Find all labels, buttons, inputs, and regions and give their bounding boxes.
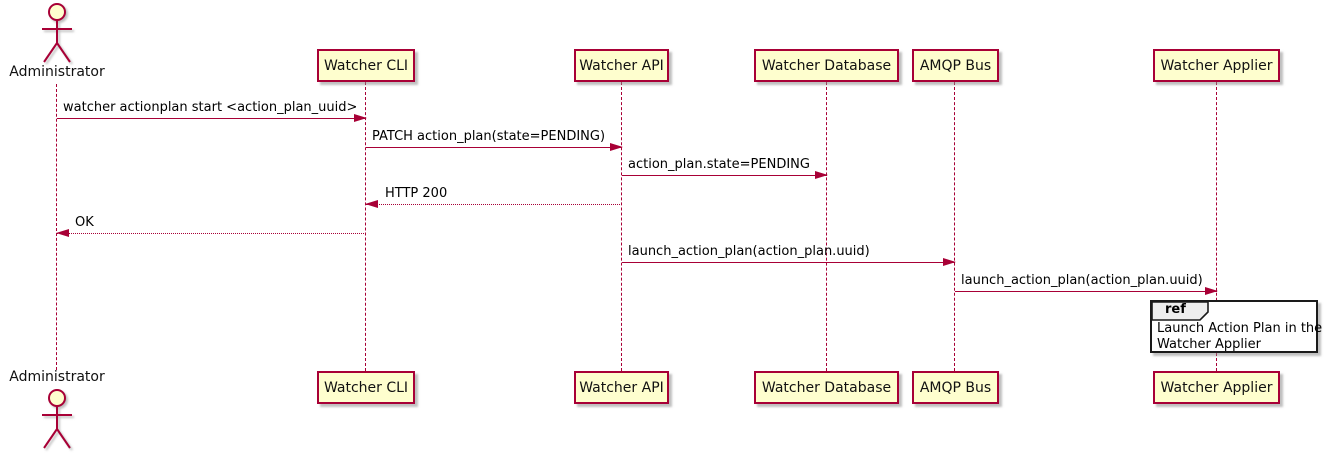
ref-text: Launch Action Plan in the Watcher Applie… <box>1157 321 1322 353</box>
message-arrow <box>366 143 623 151</box>
message-reply-arrow <box>56 229 366 237</box>
ref-fragment: ref Launch Action Plan in the Watcher Ap… <box>1150 300 1322 353</box>
actor-label: Administrator <box>9 64 105 80</box>
participant-amqp-bus-bottom: AMQP Bus <box>912 371 999 404</box>
participant-watcher-api-bottom: Watcher API <box>574 371 669 404</box>
message-label: HTTP 200 <box>385 186 448 201</box>
message-arrow <box>622 258 956 266</box>
message-label: PATCH action_plan(state=PENDING) <box>372 129 606 144</box>
ref-text-line1: Launch Action Plan in the <box>1157 321 1323 336</box>
message-label: action_plan.state=PENDING <box>628 157 810 172</box>
message-arrow <box>955 287 1218 295</box>
ref-tab-shape <box>1151 301 1209 321</box>
message-label: launch_action_plan(action_plan.uuid) <box>628 244 870 259</box>
actor-icon <box>42 3 72 63</box>
participant-watcher-database-bottom: Watcher Database <box>754 371 899 404</box>
actor-icon-bottom <box>42 389 72 449</box>
participant-watcher-cli: Watcher CLI <box>317 49 415 82</box>
participant-watcher-applier-bottom: Watcher Applier <box>1153 371 1280 404</box>
participant-watcher-database: Watcher Database <box>754 49 899 82</box>
lifeline-watcher-database <box>826 82 827 371</box>
message-reply-arrow <box>365 200 622 208</box>
message-arrow <box>622 171 828 179</box>
ref-text-line2: Watcher Applier <box>1157 337 1261 352</box>
lifeline-watcher-api <box>621 82 622 371</box>
actor-label-bottom: Administrator <box>9 369 105 385</box>
participant-watcher-cli-bottom: Watcher CLI <box>317 371 415 404</box>
message-label: launch_action_plan(action_plan.uuid) <box>961 273 1203 288</box>
message-label: watcher actionplan start <action_plan_uu… <box>63 100 358 115</box>
participant-amqp-bus: AMQP Bus <box>912 49 999 82</box>
message-arrow <box>57 114 367 122</box>
lifeline-watcher-applier <box>1216 82 1217 371</box>
ref-keyword: ref <box>1165 302 1186 317</box>
participant-watcher-applier: Watcher Applier <box>1153 49 1280 82</box>
lifeline-amqp-bus <box>954 82 955 371</box>
lifeline-watcher-cli <box>365 82 366 371</box>
message-label: OK <box>75 215 94 230</box>
participant-watcher-api: Watcher API <box>574 49 669 82</box>
lifeline-administrator <box>56 84 57 370</box>
